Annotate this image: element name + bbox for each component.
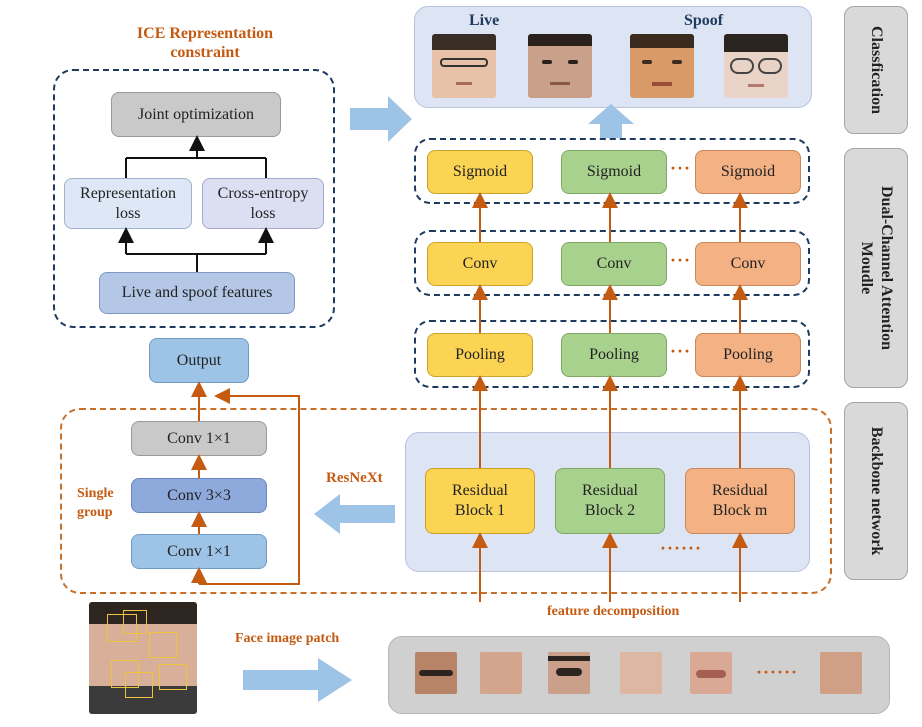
sigmoid-to-classification-arrow (588, 104, 634, 138)
spoof-label: Spoof (684, 12, 724, 29)
patch-eye-2 (548, 652, 590, 694)
conv-label-1: Conv (462, 255, 498, 272)
conv-1x1-bottom-box: Conv 1×1 (131, 534, 267, 569)
conv-box-1: Conv (427, 242, 533, 286)
conv-3x3-box: Conv 3×3 (131, 478, 267, 513)
output-label: Output (176, 351, 222, 369)
conv-3x3-label: Conv 3×3 (167, 486, 231, 504)
sigmoid-label-2: Sigmoid (586, 163, 642, 180)
pooling-box-1: Pooling (427, 333, 533, 377)
pooling-label-3: Pooling (723, 346, 773, 363)
residual-to-resnext-arrow (314, 494, 395, 534)
face-to-patch-arrow (243, 658, 352, 702)
residual-block-1-line1: Residual (452, 482, 508, 499)
patch-cheek-1 (480, 652, 522, 694)
pooling-dots: ··· (670, 341, 692, 361)
sigmoid-label-1: Sigmoid (452, 163, 508, 180)
blue-block-arrows (243, 96, 634, 702)
ce-loss-line2: loss (250, 204, 276, 222)
rep-loss-line2: loss (115, 204, 141, 222)
sigmoid-box-3: Sigmoid (695, 150, 801, 194)
feature-decomposition-label: feature decomposition (547, 604, 680, 619)
output-box: Output (149, 338, 249, 383)
residual-block-m-line2: Block m (712, 502, 768, 519)
ce-loss-line1: Cross-entropy (217, 184, 309, 202)
conv-1x1-bottom-label: Conv 1×1 (167, 542, 231, 560)
residual-dots: ······ (660, 538, 703, 558)
live-label: Live (469, 12, 500, 29)
residual-block-1: Residual Block 1 (425, 468, 535, 534)
ice-title-line2: constraint (170, 44, 240, 61)
sidebar-classification: Classfication (844, 6, 908, 134)
residual-block-2-line2: Block 2 (584, 502, 636, 519)
sigmoid-label-3: Sigmoid (720, 163, 776, 180)
ice-connectors (118, 135, 274, 272)
backbone-dashed-frame (60, 408, 832, 594)
residual-block-1-line2: Block 1 (454, 502, 506, 519)
ice-to-classification-arrow (350, 96, 412, 142)
conv-box-3: Conv (695, 242, 801, 286)
patch-dots: ······ (756, 662, 799, 682)
input-face-image (89, 602, 197, 714)
pooling-label-2: Pooling (589, 346, 639, 363)
face-image-patch-label: Face image patch (235, 631, 340, 646)
patch-mouth (690, 652, 732, 694)
joint-optimization-label: Joint optimization (138, 105, 254, 123)
ice-title-line1: ICE Representation (136, 25, 274, 42)
ice-title: ICE Representation constraint (120, 24, 290, 62)
residual-block-2: Residual Block 2 (555, 468, 665, 534)
conv-1x1-top-label: Conv 1×1 (167, 429, 231, 447)
sidebar-backbone: Backbone network (844, 402, 908, 580)
spoof-face-1 (630, 34, 694, 98)
single-group-line1: Single (77, 486, 114, 501)
live-spoof-features-label: Live and spoof features (121, 284, 273, 301)
conv-label-2: Conv (596, 255, 632, 272)
live-spoof-features-box: Live and spoof features (99, 272, 295, 314)
sigmoid-box-2: Sigmoid (561, 150, 667, 194)
conv-1x1-top-box: Conv 1×1 (131, 421, 267, 456)
patch-cheek-3 (820, 652, 862, 694)
residual-block-m: Residual Block m (685, 468, 795, 534)
patch-cheek-2 (620, 652, 662, 694)
resnext-label: ResNeXt (326, 470, 383, 486)
conv-dots: ··· (670, 250, 692, 270)
residual-block-2-line1: Residual (582, 482, 638, 499)
skip-connection-arrow (199, 388, 300, 585)
single-group-line2: group (77, 505, 113, 520)
live-face-2 (528, 34, 592, 98)
sigmoid-dots: ··· (670, 158, 692, 178)
patch-eye-1 (415, 652, 457, 694)
representation-loss-box: Representation loss (64, 178, 192, 229)
sigmoid-box-1: Sigmoid (427, 150, 533, 194)
sidebar-attention: Dual-Channel Attention Moudle (844, 148, 908, 388)
ice-dashed-frame (53, 69, 335, 328)
residual-block-m-line1: Residual (712, 482, 768, 499)
joint-optimization-box: Joint optimization (111, 92, 281, 137)
orange-connectors (191, 192, 748, 602)
pooling-label-1: Pooling (455, 346, 505, 363)
rep-loss-line1: Representation (80, 184, 176, 202)
pooling-box-3: Pooling (695, 333, 801, 377)
conv-label-3: Conv (730, 255, 766, 272)
single-group-label: Single group (77, 484, 114, 522)
live-face-1 (432, 34, 496, 98)
spoof-face-2 (724, 34, 788, 98)
